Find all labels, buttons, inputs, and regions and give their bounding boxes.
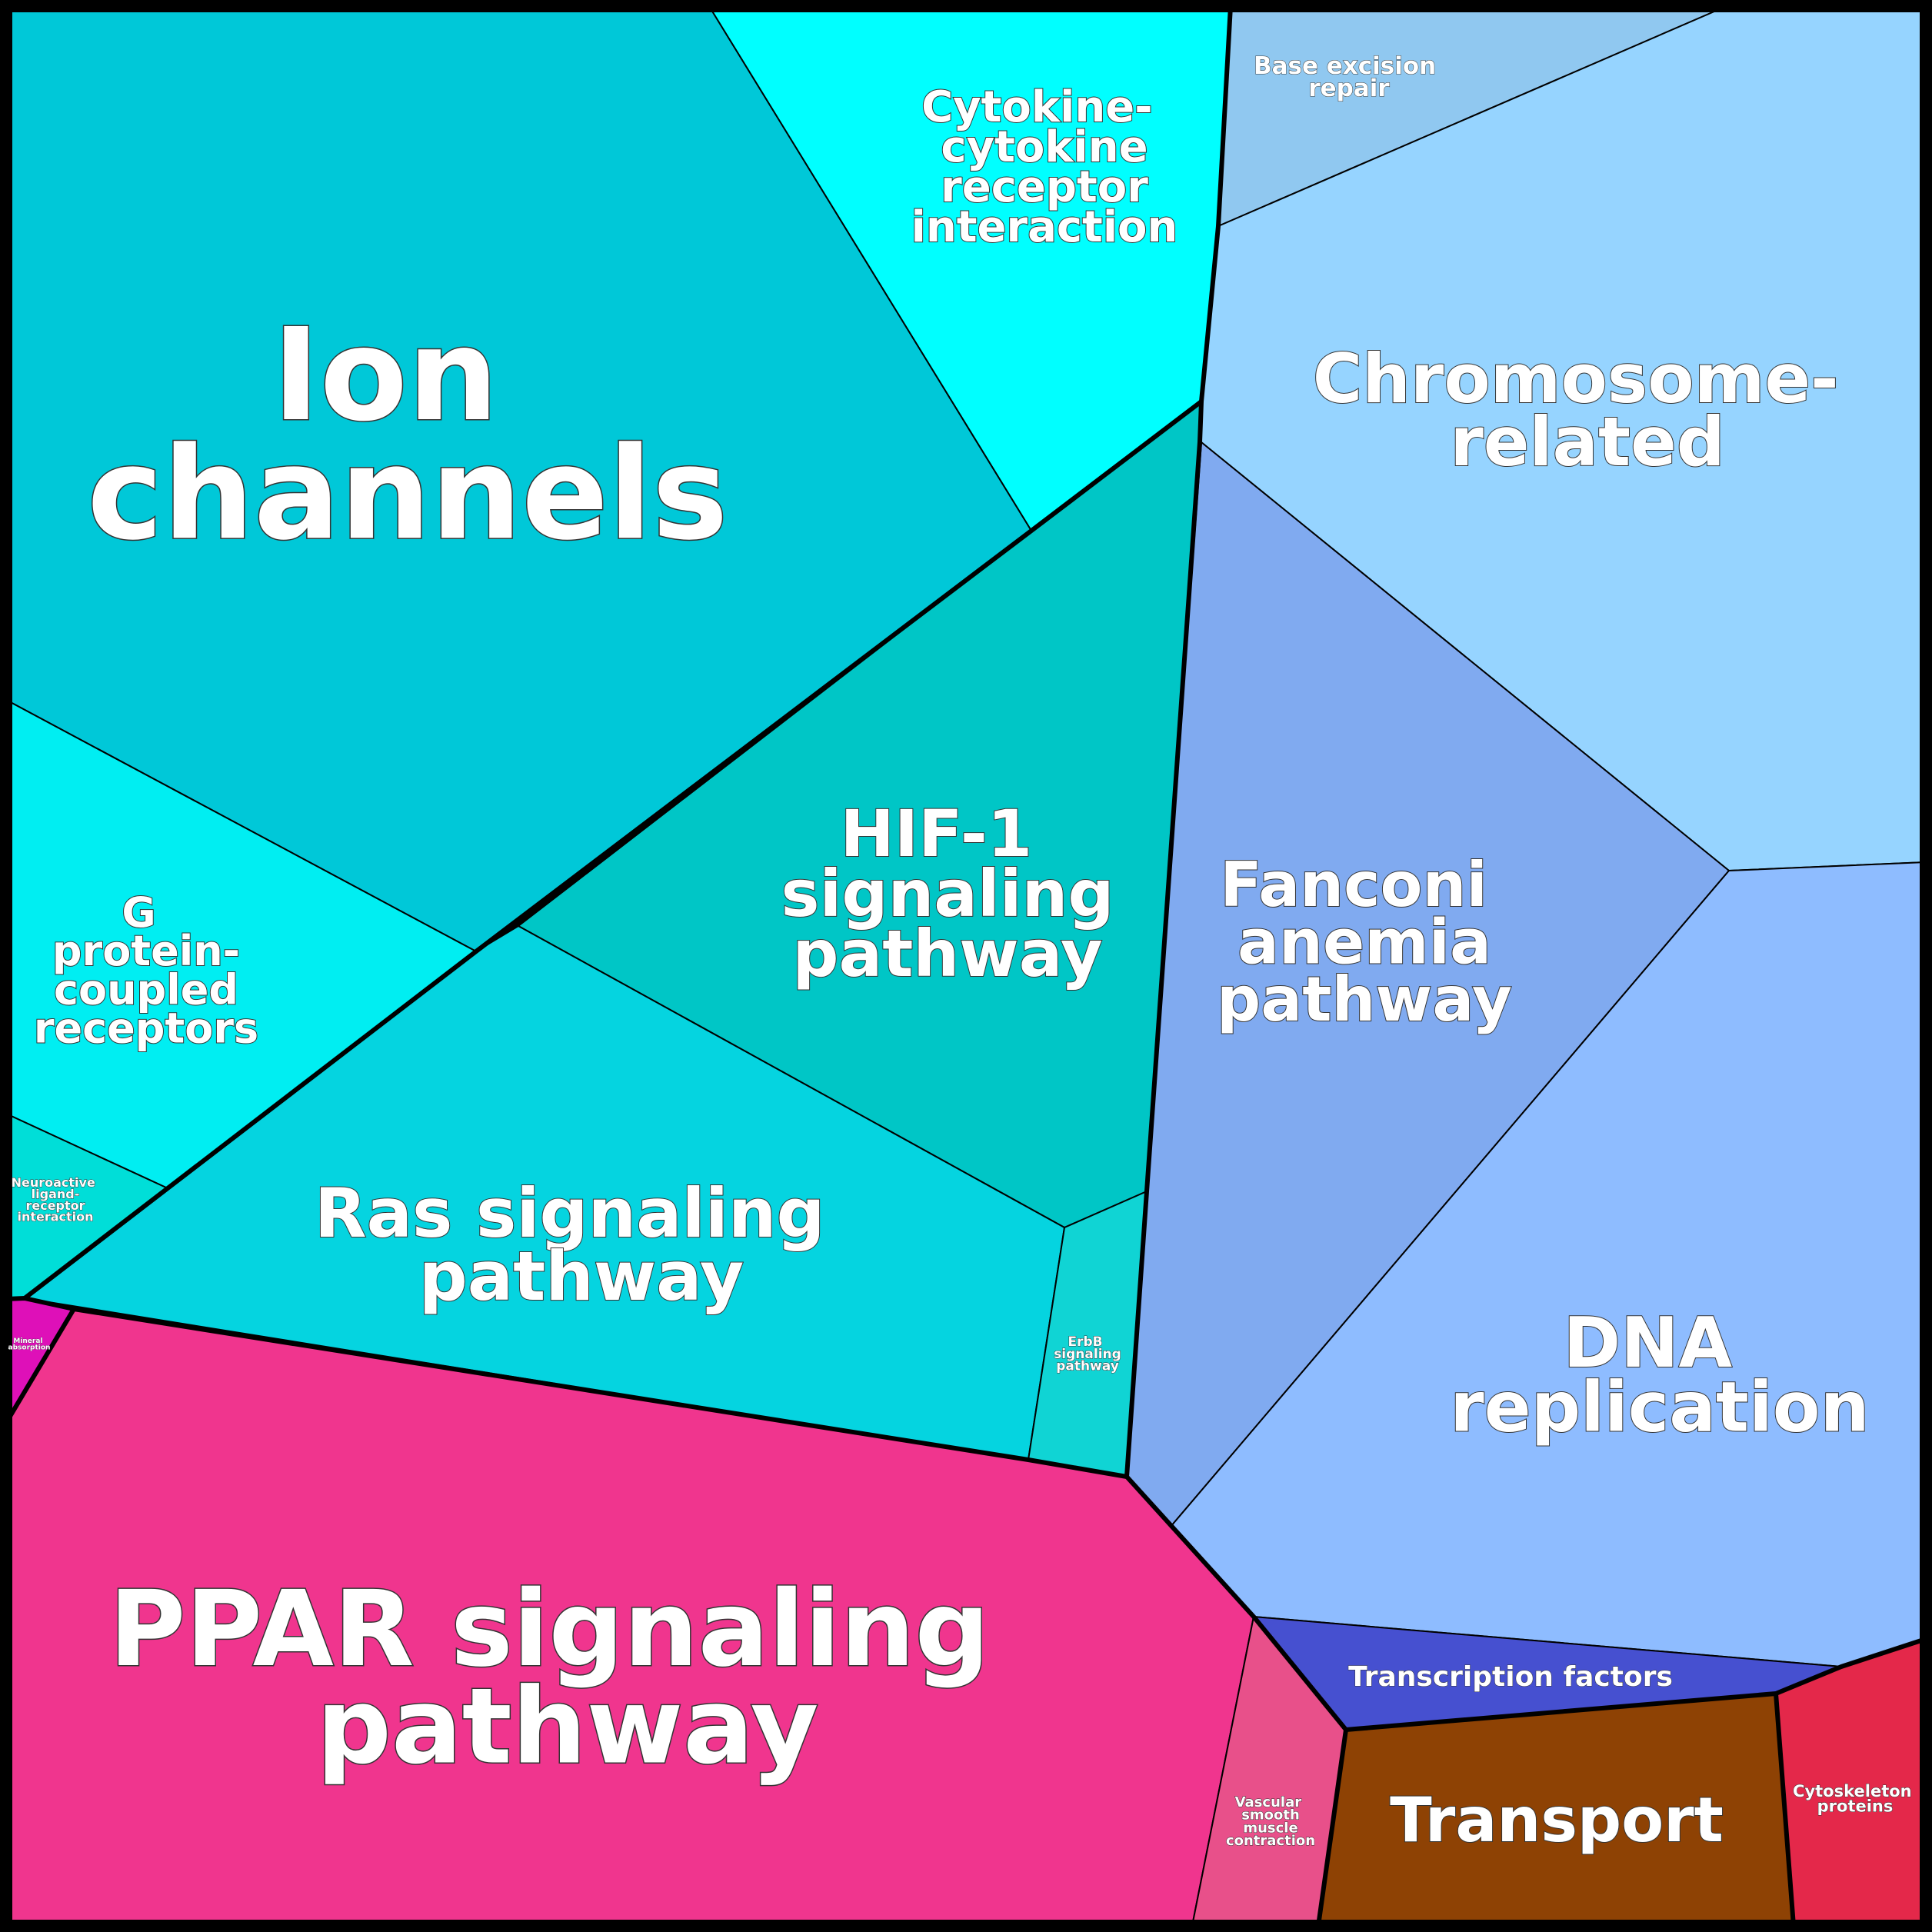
label-mineral-line-2: absorption: [8, 1344, 51, 1351]
border-transport-left: [1316, 1727, 1348, 1928]
border-signaling-inner: [22, 399, 1204, 1301]
label-fanconi-line-3: pathway: [1217, 964, 1512, 1035]
label-transport: Transport: [1390, 1784, 1724, 1856]
border-mineral: [4, 1307, 76, 1425]
label-mineral: Mineral absorption: [8, 1337, 51, 1351]
label-erbb-line-2: signaling: [1054, 1347, 1121, 1362]
border-bottom-group: [1344, 1637, 1928, 1732]
label-hif1-line-2: signaling: [781, 856, 1114, 931]
label-hif1-line-3: pathway: [792, 916, 1102, 991]
label-erbb-line-3: pathway: [1056, 1359, 1119, 1374]
label-fanconi-line-2: anemia: [1237, 906, 1491, 978]
label-cytokine-line-2: cytokine: [941, 122, 1148, 172]
label-vascular-line-3: muscle: [1243, 1820, 1297, 1836]
label-dna-replication: DNA replication: [1450, 1303, 1869, 1448]
label-vascular-line-4: contraction: [1226, 1833, 1315, 1849]
label-cytokine-line-4: interaction: [911, 202, 1178, 252]
label-base-excision: Base excision repair: [1254, 52, 1444, 102]
label-gpcr-line-4: receptors: [34, 1004, 258, 1053]
label-gpcr-line-3: coupled: [54, 965, 238, 1014]
label-cytoskeleton: Cytoskeleton proteins: [1793, 1782, 1917, 1816]
label-cytoskeleton-line-2: proteins: [1817, 1797, 1894, 1816]
label-cytokine-line-3: receptor: [941, 162, 1148, 212]
label-transcription: Transcription factors: [1348, 1661, 1673, 1693]
label-neuroactive-line-2: ligand-: [32, 1187, 80, 1201]
label-vascular-line-2: smooth: [1241, 1807, 1300, 1824]
label-neuroactive-line-4: interaction: [17, 1210, 93, 1224]
border-right-group: [1124, 4, 1233, 1479]
label-ras-line-2: pathway: [419, 1237, 744, 1316]
label-ion-channels-line-2: channels: [87, 420, 728, 568]
border-transport-right: [1774, 1691, 1796, 1928]
border-lower-group: [4, 1296, 1348, 1732]
label-dna-replication-line-2: replication: [1450, 1367, 1869, 1448]
label-chromosome-line-2: related: [1450, 402, 1724, 481]
label-ppar-line-2: pathway: [317, 1666, 819, 1787]
label-ras: Ras signaling pathway: [315, 1174, 848, 1316]
label-gpcr-line-2: protein-: [52, 927, 240, 975]
label-ppar: PPAR signaling pathway: [109, 1569, 1026, 1787]
group-borders: [4, 4, 1928, 1928]
label-neuroactive-line-3: receptor: [25, 1198, 85, 1213]
cells-layer: [5, 5, 1927, 1927]
label-chromosome: Chromosome- related: [1313, 339, 1863, 481]
label-ion-channels: Ion channels: [87, 301, 728, 568]
label-base-excision-line-2: repair: [1308, 75, 1390, 102]
